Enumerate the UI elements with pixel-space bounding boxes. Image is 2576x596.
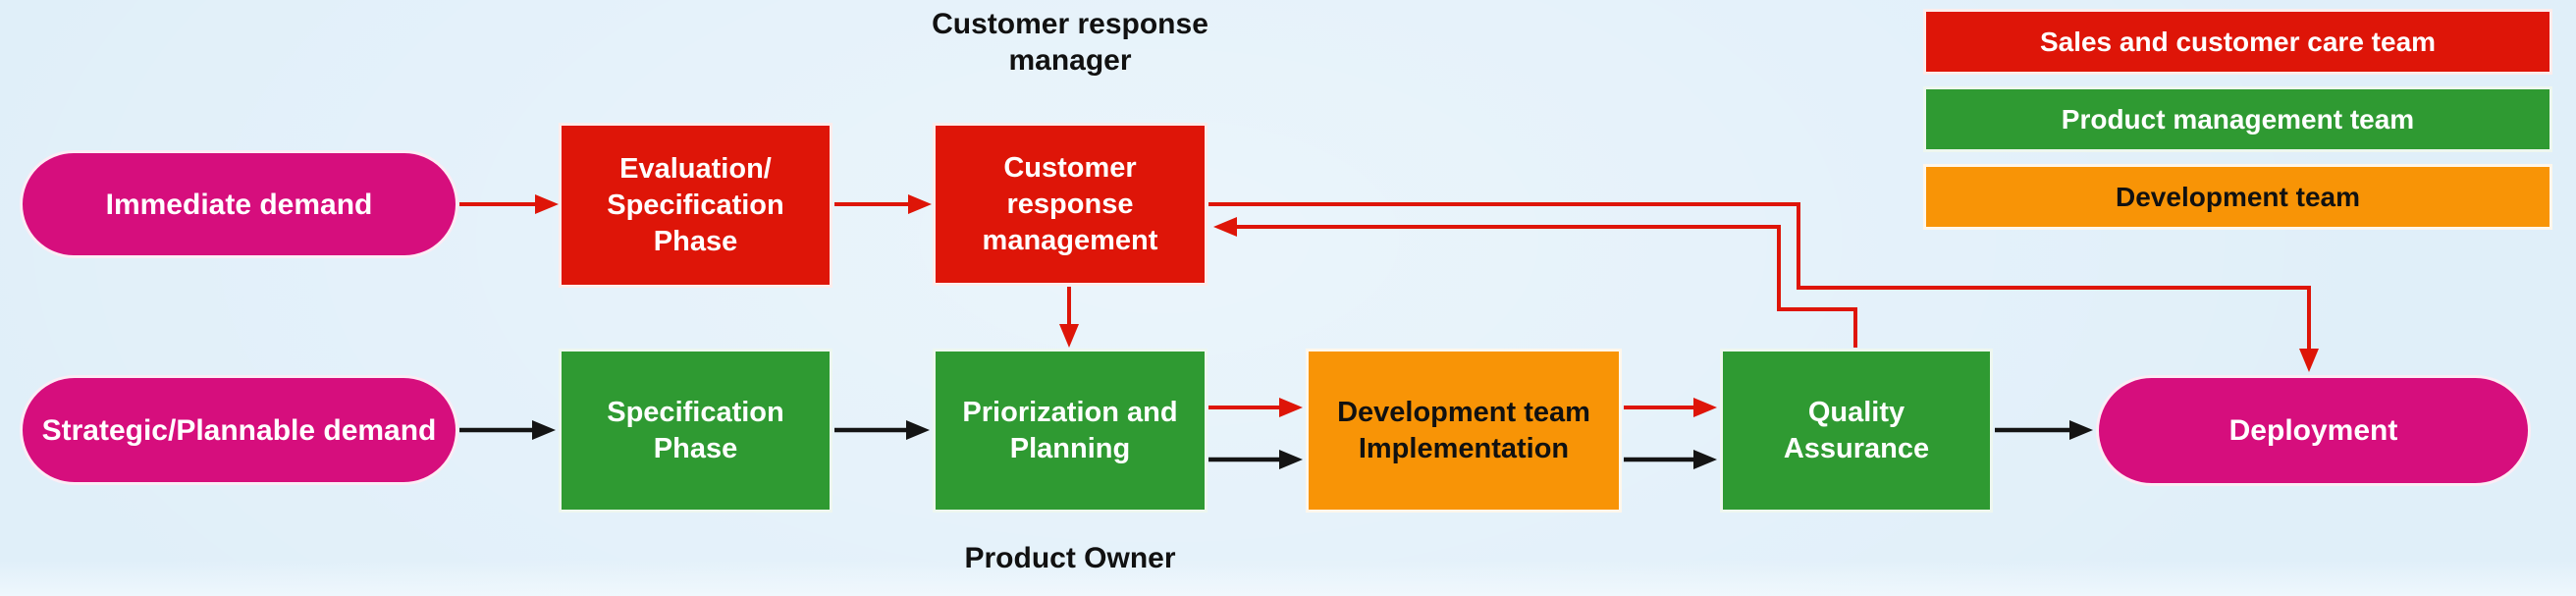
node-label: Customer (1003, 151, 1137, 184)
label-line: Customer response (932, 8, 1208, 40)
node-label: Deployment (2228, 414, 2398, 447)
node-label: Assurance (1783, 432, 1930, 464)
node-label: Strategic/Plannable demand (41, 413, 437, 447)
node-immediate-demand: Immediate demand (20, 150, 458, 258)
product-owner-label: Product Owner (933, 540, 1208, 576)
customer-response-manager-label: Customer response manager (888, 6, 1252, 79)
node-label: Specification (607, 396, 784, 428)
node-deployment: Deployment (2096, 375, 2531, 486)
node-label: Implementation (1358, 432, 1570, 464)
node-specification-phase: Specification Phase (559, 349, 832, 513)
node-development-team-implementation: Development team Implementation (1306, 349, 1622, 513)
node-label: Priorization and (962, 396, 1178, 428)
node-label: management (982, 224, 1158, 256)
node-label: Phase (653, 432, 738, 464)
node-quality-assurance: Quality Assurance (1720, 349, 1993, 513)
node-label: Immediate demand (105, 188, 373, 221)
node-label: Planning (1009, 432, 1131, 464)
legend-item-product-management: Product management team (1923, 86, 2552, 152)
node-customer-response-management: Customer response management (933, 123, 1208, 286)
node-strategic-plannable-demand: Strategic/Plannable demand (20, 375, 458, 485)
legend-item-development-team: Development team (1923, 164, 2552, 230)
node-label: Evaluation/ (619, 152, 772, 185)
label-line: manager (1008, 44, 1132, 77)
legend: Sales and customer care team Product man… (1923, 9, 2552, 242)
node-label: Development team (1337, 396, 1590, 428)
edge-qa-to-crm (1213, 217, 1857, 348)
node-label: response (1006, 188, 1134, 220)
legend-label: Product management team (2061, 103, 2415, 135)
legend-label: Sales and customer care team (2039, 26, 2437, 57)
node-label: Quality (1807, 396, 1905, 428)
node-evaluation-specification-phase: Evaluation/ Specification Phase (559, 123, 832, 288)
legend-item-sales-customer-care: Sales and customer care team (1923, 9, 2552, 75)
label-line: Product Owner (964, 542, 1176, 574)
legend-label: Development team (2116, 181, 2360, 212)
node-label: Phase (653, 225, 738, 257)
node-priorization-and-planning: Priorization and Planning (933, 349, 1208, 513)
node-label: Specification (607, 189, 784, 221)
